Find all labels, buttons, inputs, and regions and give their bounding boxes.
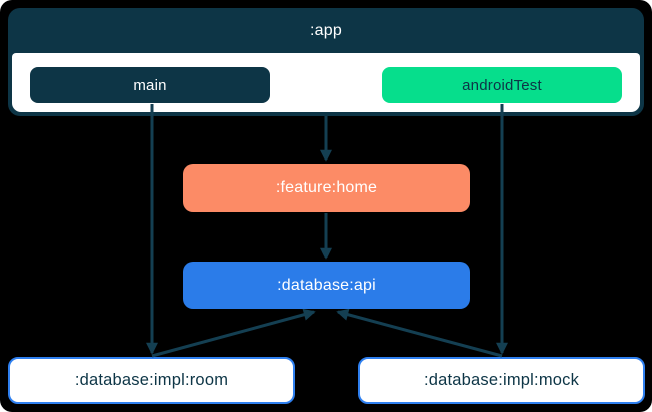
feature-home-label: :feature:home — [275, 179, 378, 196]
node-app-group: :app main androidTest — [8, 8, 644, 116]
database-impl-room-label: :database:impl:room — [74, 371, 229, 389]
androidtest-source-set-label: androidTest — [462, 76, 542, 94]
node-database-impl-room: :database:impl:room — [8, 357, 295, 404]
main-source-set-label: main — [133, 76, 167, 94]
database-api-label: :database:api — [277, 276, 376, 294]
database-impl-mock-label: :database:impl:mock — [423, 371, 580, 389]
node-database-impl-mock: :database:impl:mock — [358, 357, 645, 404]
edge-database-impl-mock-to-database-api — [336, 308, 503, 358]
app-group-body: main androidTest — [12, 53, 640, 112]
node-database-api: :database:api — [183, 262, 470, 309]
node-feature-home: :feature:home — [183, 164, 470, 212]
app-group-header: :app — [8, 8, 644, 53]
edge-database-impl-room-to-database-api — [151, 308, 316, 358]
node-androidtest-source-set: androidTest — [382, 67, 622, 103]
node-main-source-set: main — [30, 67, 270, 103]
app-group-label: :app — [310, 21, 342, 39]
